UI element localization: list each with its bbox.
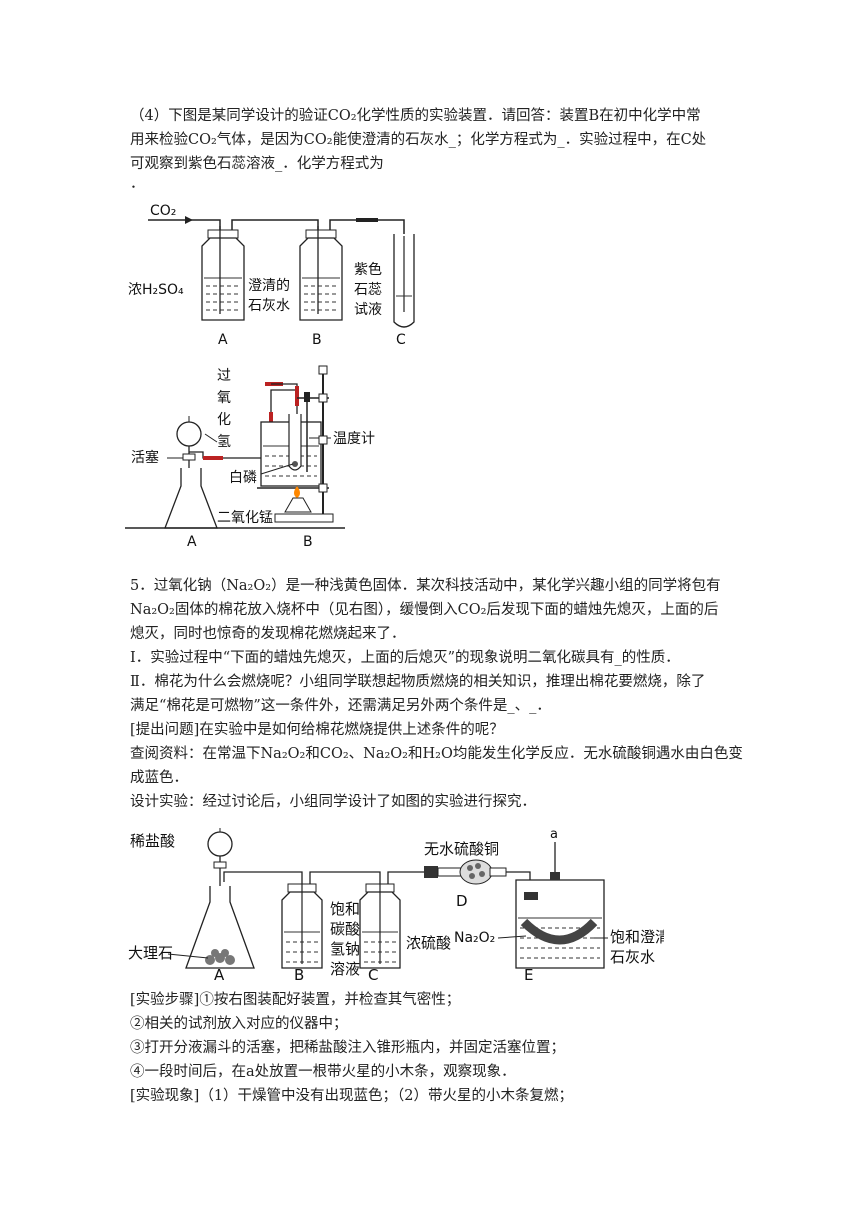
h2o2-label-3: 化 <box>217 412 231 428</box>
label-d: D <box>456 892 468 910</box>
cuso4-label: 无水硫酸铜 <box>424 840 499 858</box>
marble-label: 大理石 <box>128 944 173 962</box>
limewater-label-2: 石灰水 <box>610 948 655 966</box>
nahco3-label-1: 饱和 <box>330 900 360 918</box>
conc-h2so4-label: 浓H₂SO₄ <box>128 282 184 298</box>
litmus-label-3: 试液 <box>354 302 382 318</box>
limewater-label-1: 澄清的 <box>248 278 290 294</box>
step-line-2: ②相关的试剂放入对应的仪器中； <box>130 1016 348 1032</box>
nahco3-label-2: 碳酸 <box>330 920 360 938</box>
litmus-label-1: 紫色 <box>354 261 382 278</box>
co2-apparatus-figure: CO₂ 浓H₂SO₄ 澄清的 石灰水 紫色 石蕊 试液 A B C <box>128 203 415 348</box>
na2o2-label: Na₂O₂ <box>454 930 495 946</box>
na2o2-apparatus-figure: 稀盐酸 大理石 饱和 碳酸 氢钠 溶液 浓硫酸 无水硫酸铜 D a Na₂O₂ … <box>128 827 664 984</box>
nahco3-label-3: 氢钠 <box>330 940 360 958</box>
q4-line-2: 用来检验CO₂气体，是因为CO₂能使澄清的石灰水_；化学方程式为_．实验过程中，… <box>130 132 707 148</box>
q5-line-9: 成蓝色． <box>130 770 188 786</box>
q4-line-1: （4）下图是某同学设计的验证CO₂化学性质的实验装置．请回答：装置B在初中化学中… <box>130 108 701 124</box>
label-a: A <box>218 332 228 348</box>
fig3-label-b: B <box>294 966 304 984</box>
q5-line-3: 熄灭，同时也惊奇的发现棉花燃烧起来了． <box>130 626 406 642</box>
step-line-3: ③打开分液漏斗的活塞，把稀盐酸注入锥形瓶内，并固定活塞位置； <box>130 1040 565 1056</box>
outlet-a-label: a <box>550 827 558 842</box>
fig3-label-e: E <box>524 966 533 984</box>
q5-line-2: Na₂O₂固体的棉花放入烧杯中（见右图），缓慢倒入CO₂后发现下面的蜡烛先熄灭，… <box>130 602 719 618</box>
conc-h2so4-label: 浓硫酸 <box>406 934 451 952</box>
limewater-label-1: 饱和澄清 <box>610 928 664 946</box>
thermometer-label: 温度计 <box>333 431 375 447</box>
q5-line-4: Ⅰ．实验过程中“下面的蜡烛先熄灭，上面的后熄灭”的现象说明二氧化碳具有_的性质． <box>130 650 680 666</box>
label-c: C <box>396 332 406 348</box>
white-phosphorus-label: 白磷 <box>229 470 257 486</box>
q5-line-6: 满足“棉花是可燃物”这一条件外，还需满足另外两个条件是_、_． <box>130 698 551 714</box>
litmus-label-2: 石蕊 <box>354 282 382 298</box>
h2o2-label-4: 氢 <box>217 434 231 450</box>
co2-label: CO₂ <box>150 203 176 219</box>
h2o2-label-1: 过 <box>217 368 231 384</box>
mno2-label: 二氧化锰 <box>217 510 273 526</box>
q5-line-5: Ⅱ．棉花为什么会燃烧呢？小组同学联想起物质燃烧的相关知识，推理出棉花要燃烧，除了 <box>130 674 706 690</box>
fig2-label-b: B <box>303 534 313 550</box>
nahco3-label-4: 溶液 <box>330 960 360 978</box>
valve-label: 活塞 <box>131 449 159 466</box>
fig2-label-a: A <box>187 534 197 550</box>
step-line-5: [实验现象]（1）干燥管中没有出现蓝色；（2）带火星的小木条复燃； <box>130 1088 574 1104</box>
q5-line-10: 设计实验：经过讨论后，小组同学设计了如图的实验进行探究． <box>130 794 536 810</box>
step-line-1: [实验步骤]①按右图装配好装置，并检查其气密性； <box>130 992 461 1008</box>
h2o2-label-2: 氧 <box>217 390 231 406</box>
q5-line-8: 查阅资料：在常温下Na₂O₂和CO₂、Na₂O₂和H₂O均能发生化学反应．无水硫… <box>130 746 743 762</box>
q4-line-4: ． <box>130 176 145 192</box>
limewater-label-2: 石灰水 <box>248 298 290 314</box>
fig3-label-a: A <box>214 966 225 984</box>
q5-line-7: [提出问题]在实验中是如何给棉花燃烧提供上述条件的呢？ <box>130 722 504 738</box>
fig3-label-c: C <box>368 966 378 984</box>
hcl-label: 稀盐酸 <box>130 832 175 850</box>
step-line-4: ④一段时间后，在a处放置一根带火星的小木条，观察现象． <box>130 1064 516 1080</box>
phosphorus-apparatus-figure: 过 氧 化 氢 活塞 温度计 白磷 二氧化锰 A B <box>125 365 375 550</box>
label-b: B <box>312 332 322 348</box>
q5-line-1: 5．过氧化钠（Na₂O₂）是一种浅黄色固体．某次科技活动中，某化学兴趣小组的同学… <box>130 578 721 594</box>
q4-line-3: 可观察到紫色石蕊溶液_．化学方程式为 <box>130 156 384 172</box>
